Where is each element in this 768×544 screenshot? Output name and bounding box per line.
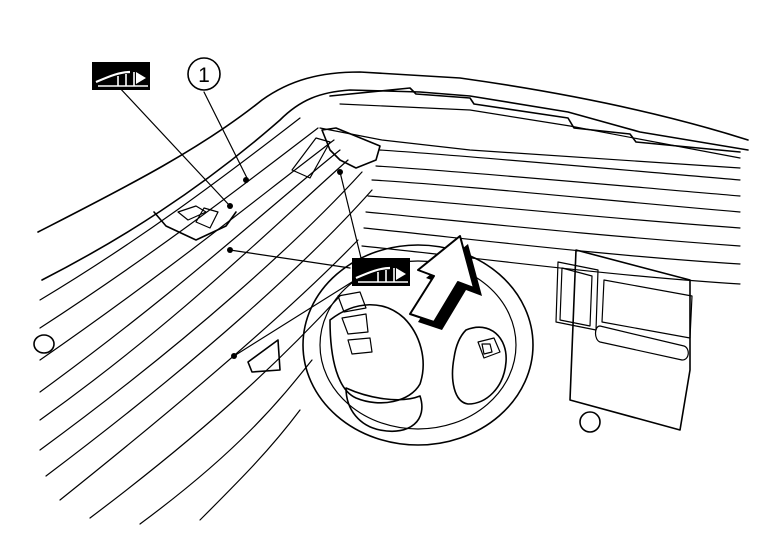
left-clip-bracket	[153, 205, 237, 241]
clip-release-symbol-middle	[352, 258, 410, 286]
clip-release-symbol-top	[92, 62, 150, 90]
center-console	[555, 249, 693, 431]
leader-lines	[117, 85, 363, 359]
callout-number: 1	[198, 64, 210, 87]
dash-outer-edge	[37, 71, 749, 281]
column-cover	[247, 339, 281, 373]
mounting-holes	[33, 334, 601, 433]
callout-1: 1	[187, 57, 221, 91]
cowl-top-edge	[319, 87, 741, 169]
dash-sweep-lines	[361, 149, 741, 285]
steering-wheel	[302, 244, 534, 446]
pull-direction-arrow	[409, 235, 482, 330]
center-vent	[291, 127, 381, 179]
